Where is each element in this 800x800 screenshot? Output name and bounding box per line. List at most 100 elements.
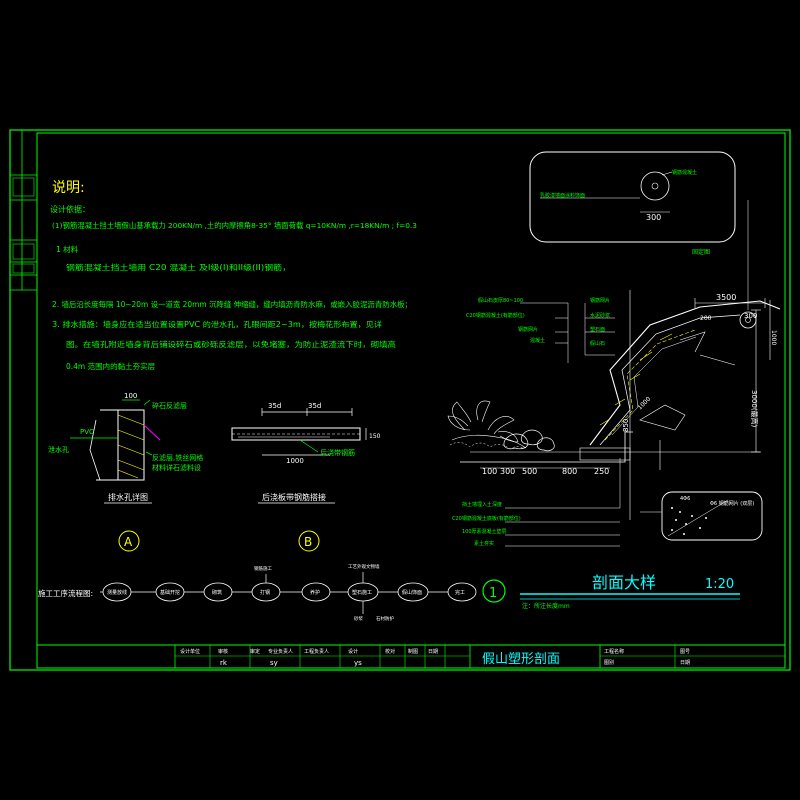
tb-label-4: 工程负责人	[304, 648, 329, 655]
tb-date-label: 日期	[680, 660, 690, 666]
detail-b-dim-len: 1000	[286, 457, 304, 465]
section-marker: 1	[489, 586, 497, 601]
notes-line1: (1)钢筋混凝土挡土墙假山基承载力 200KN/m ,土的内摩擦角8-35° 墙…	[52, 221, 417, 230]
strip-tag-2	[12, 243, 35, 260]
detail-a-caption: 排水孔详图	[108, 492, 148, 502]
tb-label-8: 日期	[428, 649, 438, 655]
notes-design-basis: 设计依据：	[50, 204, 90, 214]
section-note: 注：所注长度mm	[522, 602, 570, 610]
process-step-4: 打钢	[260, 589, 270, 596]
process-bottom-note-1: 砂浆	[354, 615, 363, 622]
process-step-2: 基础开挖	[160, 589, 180, 596]
section-label-right-4: 假山石	[590, 340, 605, 347]
section-label-left-4: 混凝土	[530, 337, 545, 344]
detail-b-marker: B	[304, 535, 312, 549]
process-nodes	[102, 572, 477, 614]
section-dim-200: 200	[700, 315, 712, 322]
section-dim-b500: 500	[522, 467, 537, 476]
inset-top-caption: 固定图	[692, 248, 710, 256]
section-label-left-2: C20钢筋混凝土(有筋部位)	[466, 312, 525, 319]
notes-item1-detail: 钢筋混凝土挡土墙用 C20 混凝土 及I级(I)和II级(II)钢筋，	[66, 262, 291, 272]
detail-b-label: 后浇带钢筋	[320, 448, 355, 457]
drawing-title: 假山塑形剖面	[482, 652, 560, 667]
inset-bottom-dim: 4Φ6	[680, 496, 690, 502]
tb-label-0: 设计单位	[180, 648, 200, 655]
strip-tag-3	[12, 263, 35, 274]
section-drawing	[447, 290, 781, 547]
detail-a-marker-circle	[118, 530, 140, 552]
process-top-note-2: 工艺外观文物墙	[348, 563, 380, 570]
tb-signature-2: sy	[270, 659, 278, 667]
inset-bottom-label: Φ6 钢筋网片 (双层)	[710, 500, 754, 507]
outer-border	[9, 129, 791, 671]
section-dim-1000: 1000	[770, 330, 777, 345]
tb-project-label: 工程名称	[604, 648, 624, 655]
inset-top-frame	[529, 151, 736, 243]
inset-top-dim: 300	[646, 213, 661, 222]
notes-item2: 2. 墙后沿长度每隔 10~20m 设一道宽 20mm 沉降缝 伸缩缝，缝内填沥…	[52, 299, 412, 309]
inset-bottom-rebar-dots	[671, 507, 707, 535]
section-title: 剖面大样	[592, 573, 656, 592]
tb-label-1: 审核	[218, 648, 228, 655]
section-dim-850: 850	[622, 419, 630, 432]
inset-top-label: 乳胶漆墙面涂料饰面	[540, 192, 585, 199]
detail-a-label3: 泄水孔	[48, 445, 69, 454]
process-step-5: 养护	[310, 589, 320, 596]
section-label-bottom-4: 素土夯实	[474, 540, 494, 547]
notes-item3-cont2: 0.4m 范围内的黏土夯实层	[66, 361, 156, 371]
section-label-left-3: 钢筋网片	[518, 326, 538, 333]
section-dim-b800: 800	[562, 467, 577, 476]
detail-a-label1: 碎石反滤层	[152, 401, 187, 410]
tb-label-7: 制图	[408, 648, 418, 655]
tb-sheet-label: 图别	[604, 659, 614, 666]
detail-b-dim-h: 150	[369, 433, 381, 440]
inner-border	[36, 132, 786, 669]
notes-title: 说明:	[52, 180, 85, 196]
tb-number-label: 图号	[680, 649, 690, 655]
section-label-right-2: 水泥砂浆	[590, 312, 610, 319]
tb-label-5: 设计	[348, 648, 358, 655]
title-block	[37, 644, 785, 668]
inset-bottom-frame	[661, 491, 763, 541]
detail-b-drawing	[231, 408, 367, 456]
detail-a-drawing	[70, 399, 161, 481]
inset-top-label2: 钢筋混凝土	[672, 169, 697, 176]
section-label-bottom-2: C20钢筋混凝土底板(有筋部位)	[452, 515, 521, 522]
process-step-6: 塑石施工	[352, 589, 372, 596]
detail-b-dim-left: 35d	[268, 402, 281, 410]
detail-b-marker-circle	[298, 530, 320, 552]
section-label-bottom-1: 挡土墙埋入土深度	[462, 501, 502, 508]
section-label-right-3: 塑石面	[590, 326, 605, 333]
process-bottom-note-2: 石材防护	[376, 615, 394, 622]
process-top-note-1: 钢筋施工	[254, 565, 272, 572]
section-marker-circle	[482, 579, 506, 603]
tb-label-6: 校对	[385, 648, 395, 655]
process-step-1: 测量放线	[107, 589, 127, 596]
section-label-right-1: 钢筋网片	[590, 297, 610, 304]
section-dim-3000: 3000(最高)	[750, 390, 759, 428]
section-dim-1000b: 1000	[636, 396, 652, 412]
notes-item1: 1 材料	[56, 244, 79, 254]
process-title: 施工工序流程图:	[38, 588, 93, 598]
process-step-8: 完工	[455, 589, 465, 596]
process-step-7: 假山饰面	[402, 589, 422, 596]
detail-b-dim-right: 35d	[308, 402, 321, 410]
section-dim-top: 3500	[716, 293, 736, 302]
section-label-left-1: 假山石皮厚80~100	[478, 297, 523, 304]
section-label-bottom-3: 100厚素混凝土垫层	[462, 528, 507, 535]
section-dim-300: 300	[744, 312, 757, 320]
tb-label-2: 审定	[250, 648, 260, 655]
section-dim-b300: 300	[500, 467, 515, 476]
process-step-3: 砌筑	[212, 589, 222, 596]
section-scale: 1:20	[705, 577, 734, 592]
inset-top-circle	[640, 171, 670, 201]
detail-a-label4: 反滤层,铁丝网格	[152, 453, 203, 462]
section-dim-b100: 100	[482, 467, 497, 476]
tb-label-3: 专业负责人	[268, 648, 293, 655]
strip-tag-1	[12, 177, 35, 197]
notes-item3-cont: 图。在墙孔附近墙身背后铺设碎石或砂砾反滤层，以免堵塞，为防止泥渣流下时，砌填高	[66, 339, 397, 349]
detail-a-marker: A	[124, 535, 133, 549]
detail-a-label5: 材料详石滤料设	[152, 463, 201, 472]
detail-b-caption: 后浇板带钢筋搭接	[262, 492, 326, 502]
